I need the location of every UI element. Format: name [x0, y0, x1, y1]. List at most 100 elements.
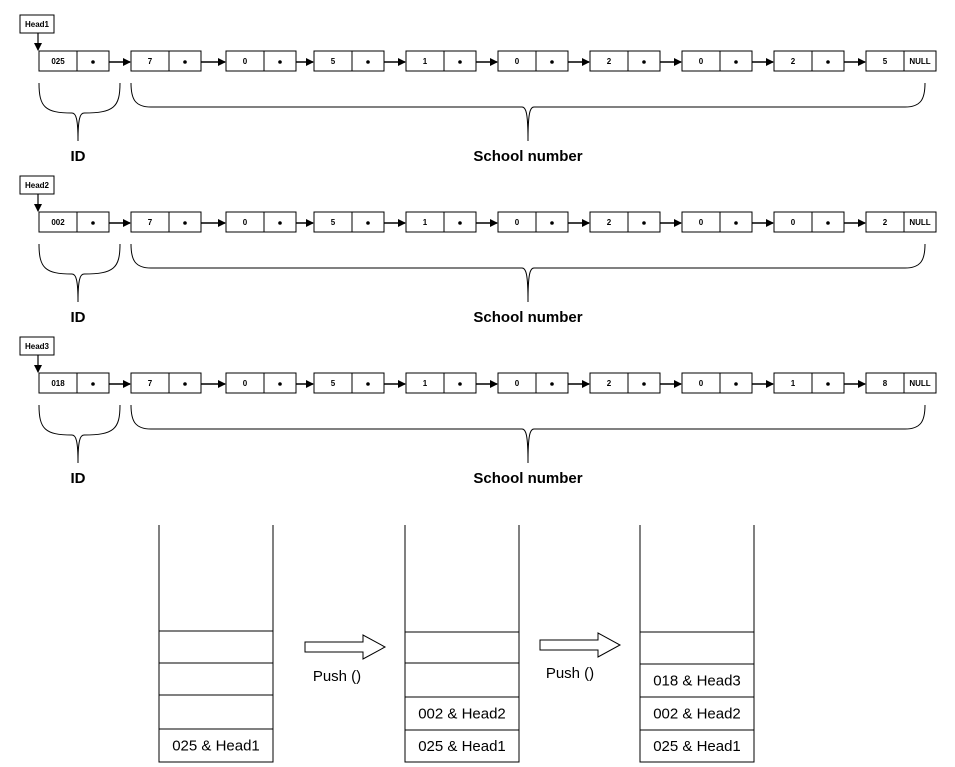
pointer-dot: [826, 60, 830, 64]
pointer-dot: [183, 382, 187, 386]
id-value: 025: [51, 57, 65, 66]
head-pointer-box: [19, 175, 55, 195]
node-box: [865, 211, 937, 233]
stack-entry: 002 & Head2: [418, 706, 506, 723]
node-box: [225, 372, 297, 394]
digit-value: 7: [148, 379, 153, 388]
digit-value: 0: [699, 379, 704, 388]
stack-container: [404, 525, 520, 763]
push-label: Push (): [546, 665, 594, 682]
node-box: [681, 50, 753, 72]
node-box: [497, 50, 569, 72]
pointer-dot: [550, 60, 554, 64]
node-box: [405, 211, 477, 233]
null-label: NULL: [909, 379, 930, 388]
digit-value: 0: [791, 218, 796, 227]
node-box: [38, 50, 110, 72]
id-brace-label: ID: [71, 470, 86, 487]
digit-node: 5: [313, 211, 385, 233]
school-number-brace-label: School number: [473, 470, 582, 487]
school-number-brace: [130, 82, 926, 142]
head-pointer-box: [19, 14, 55, 34]
digit-node: 1: [405, 372, 477, 394]
pointer-dot: [826, 221, 830, 225]
digit-node: 1: [405, 211, 477, 233]
digit-value: 0: [515, 57, 520, 66]
digit-value: 2: [791, 57, 796, 66]
pointer-dot: [458, 382, 462, 386]
pointer-dot: [278, 221, 282, 225]
digit-value: 5: [331, 218, 336, 227]
node-box: [773, 50, 845, 72]
digit-node: 7: [130, 50, 202, 72]
digit-value: 1: [423, 57, 428, 66]
node-box: [405, 372, 477, 394]
id-node: 025: [38, 50, 110, 72]
digit-node: 0: [497, 211, 569, 233]
digit-node: 0: [497, 50, 569, 72]
push-label: Push (): [313, 668, 361, 685]
push-arrow: [304, 634, 387, 660]
node-box: [773, 372, 845, 394]
pointer-dot: [278, 382, 282, 386]
digit-value: 0: [699, 218, 704, 227]
digit-node: 0: [681, 50, 753, 72]
head-pointer-label: Head1: [25, 20, 50, 29]
digit-value: 0: [699, 57, 704, 66]
digit-node: 7: [130, 372, 202, 394]
digit-node: 0: [497, 372, 569, 394]
node-box: [497, 211, 569, 233]
digit-node: 2: [589, 372, 661, 394]
node-box: [497, 372, 569, 394]
pointer-dot: [91, 382, 95, 386]
id-brace: [38, 82, 121, 142]
digit-value: 1: [423, 379, 428, 388]
digit-node: 7: [130, 211, 202, 233]
node-box: [865, 50, 937, 72]
push-operation-1: Push (): [304, 634, 387, 685]
pointer-dot: [642, 221, 646, 225]
school-number-brace-label: School number: [473, 148, 582, 165]
digit-value: 2: [883, 218, 888, 227]
id-node: 002: [38, 211, 110, 233]
push-operation-2: Push (): [539, 632, 622, 682]
head-pointer-label: Head3: [25, 342, 50, 351]
digit-value: 0: [515, 379, 520, 388]
digit-value: 2: [607, 57, 612, 66]
stack-container: [158, 525, 274, 763]
pointer-dot: [366, 221, 370, 225]
node-box: [130, 211, 202, 233]
digit-node: 1: [773, 372, 845, 394]
node-box: [313, 211, 385, 233]
stack-entry: 002 & Head2: [653, 706, 741, 723]
head-pointer-box: [19, 336, 55, 356]
node-box: [589, 372, 661, 394]
school-number-brace: [130, 404, 926, 464]
pointer-dot: [458, 60, 462, 64]
id-brace-label: ID: [71, 148, 86, 165]
node-box: [589, 211, 661, 233]
pointer-dot: [826, 382, 830, 386]
id-value: 018: [51, 379, 65, 388]
pointer-dot: [734, 60, 738, 64]
id-node: 018: [38, 372, 110, 394]
stack-entry: 025 & Head1: [172, 738, 260, 755]
digit-value: 1: [423, 218, 428, 227]
node-box: [130, 372, 202, 394]
node-box: [38, 211, 110, 233]
pointer-dot: [458, 221, 462, 225]
node-box: [130, 50, 202, 72]
digit-node: 0: [225, 50, 297, 72]
pointer-dot: [183, 221, 187, 225]
node-box: [313, 372, 385, 394]
digit-node: 0: [225, 211, 297, 233]
pointer-dot: [734, 221, 738, 225]
